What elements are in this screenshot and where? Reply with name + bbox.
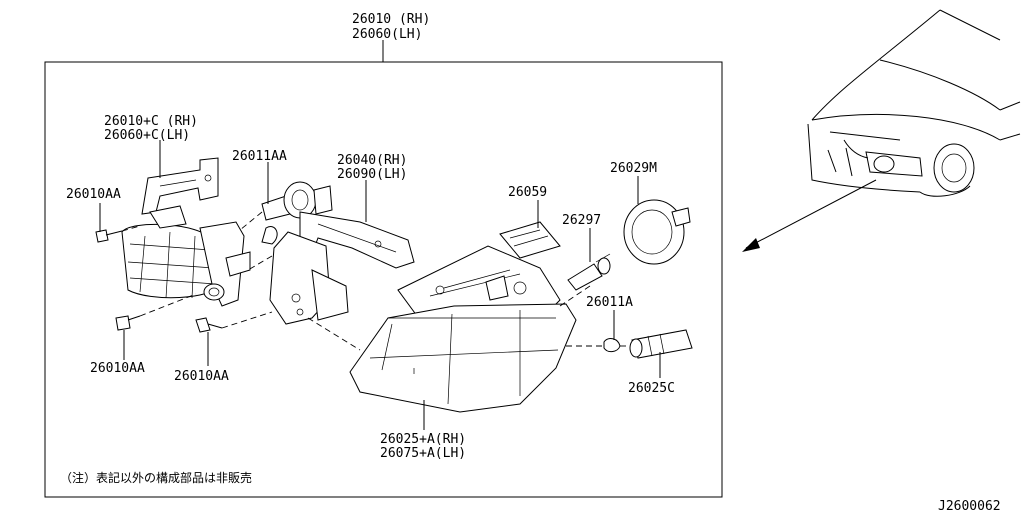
location-arrow	[745, 179, 877, 249]
label-bracket-c-lh: 26060+C(LH)	[104, 128, 190, 143]
bulb-socket	[620, 329, 693, 359]
label-26059: 26059	[508, 185, 547, 200]
bolt-bottom-mid	[195, 311, 273, 333]
label-bolt-top: 26010AA	[66, 187, 121, 202]
label-26011aa: 26011AA	[232, 149, 287, 164]
vehicle-location-view	[807, 9, 1021, 197]
frame-label-lh: 26060(LH)	[352, 27, 422, 42]
label-26040-rh: 26040(RH)	[337, 153, 407, 168]
label-lens-rh: 26025+A(RH)	[380, 432, 466, 447]
location-arrowhead	[742, 238, 760, 252]
fog-bulb	[239, 181, 333, 231]
label-bolt-bottom-mid: 26010AA	[174, 369, 229, 384]
fog-lamp-unit	[121, 221, 251, 307]
side-bulb	[603, 338, 621, 353]
frame-label-rh: 26010 (RH)	[352, 12, 430, 27]
mounting-stay	[247, 231, 349, 325]
headlamp-lens	[349, 303, 577, 413]
label-26297: 26297	[562, 213, 601, 228]
label-26029m: 26029M	[610, 161, 657, 176]
label-26025c: 26025C	[628, 381, 675, 396]
footnote: （注）表記以外の構成部品は非販売	[60, 470, 252, 485]
drawing-code: J2600062	[938, 499, 1001, 512]
label-26011a: 26011A	[586, 295, 633, 310]
clip	[261, 226, 278, 245]
label-bolt-bottom-left: 26010AA	[90, 361, 145, 376]
label-plate	[499, 221, 561, 259]
label-lens-lh: 26075+A(LH)	[380, 446, 466, 461]
bulb-26297	[567, 253, 611, 291]
bolt-top	[95, 225, 141, 243]
label-26040-lh: 26090(LH)	[337, 167, 407, 182]
fog-lamp-bracket	[141, 157, 219, 229]
bolt-bottom-left	[115, 293, 197, 331]
label-bracket-c-rh: 26010+C (RH)	[104, 114, 198, 129]
bulb-cap	[623, 199, 691, 265]
